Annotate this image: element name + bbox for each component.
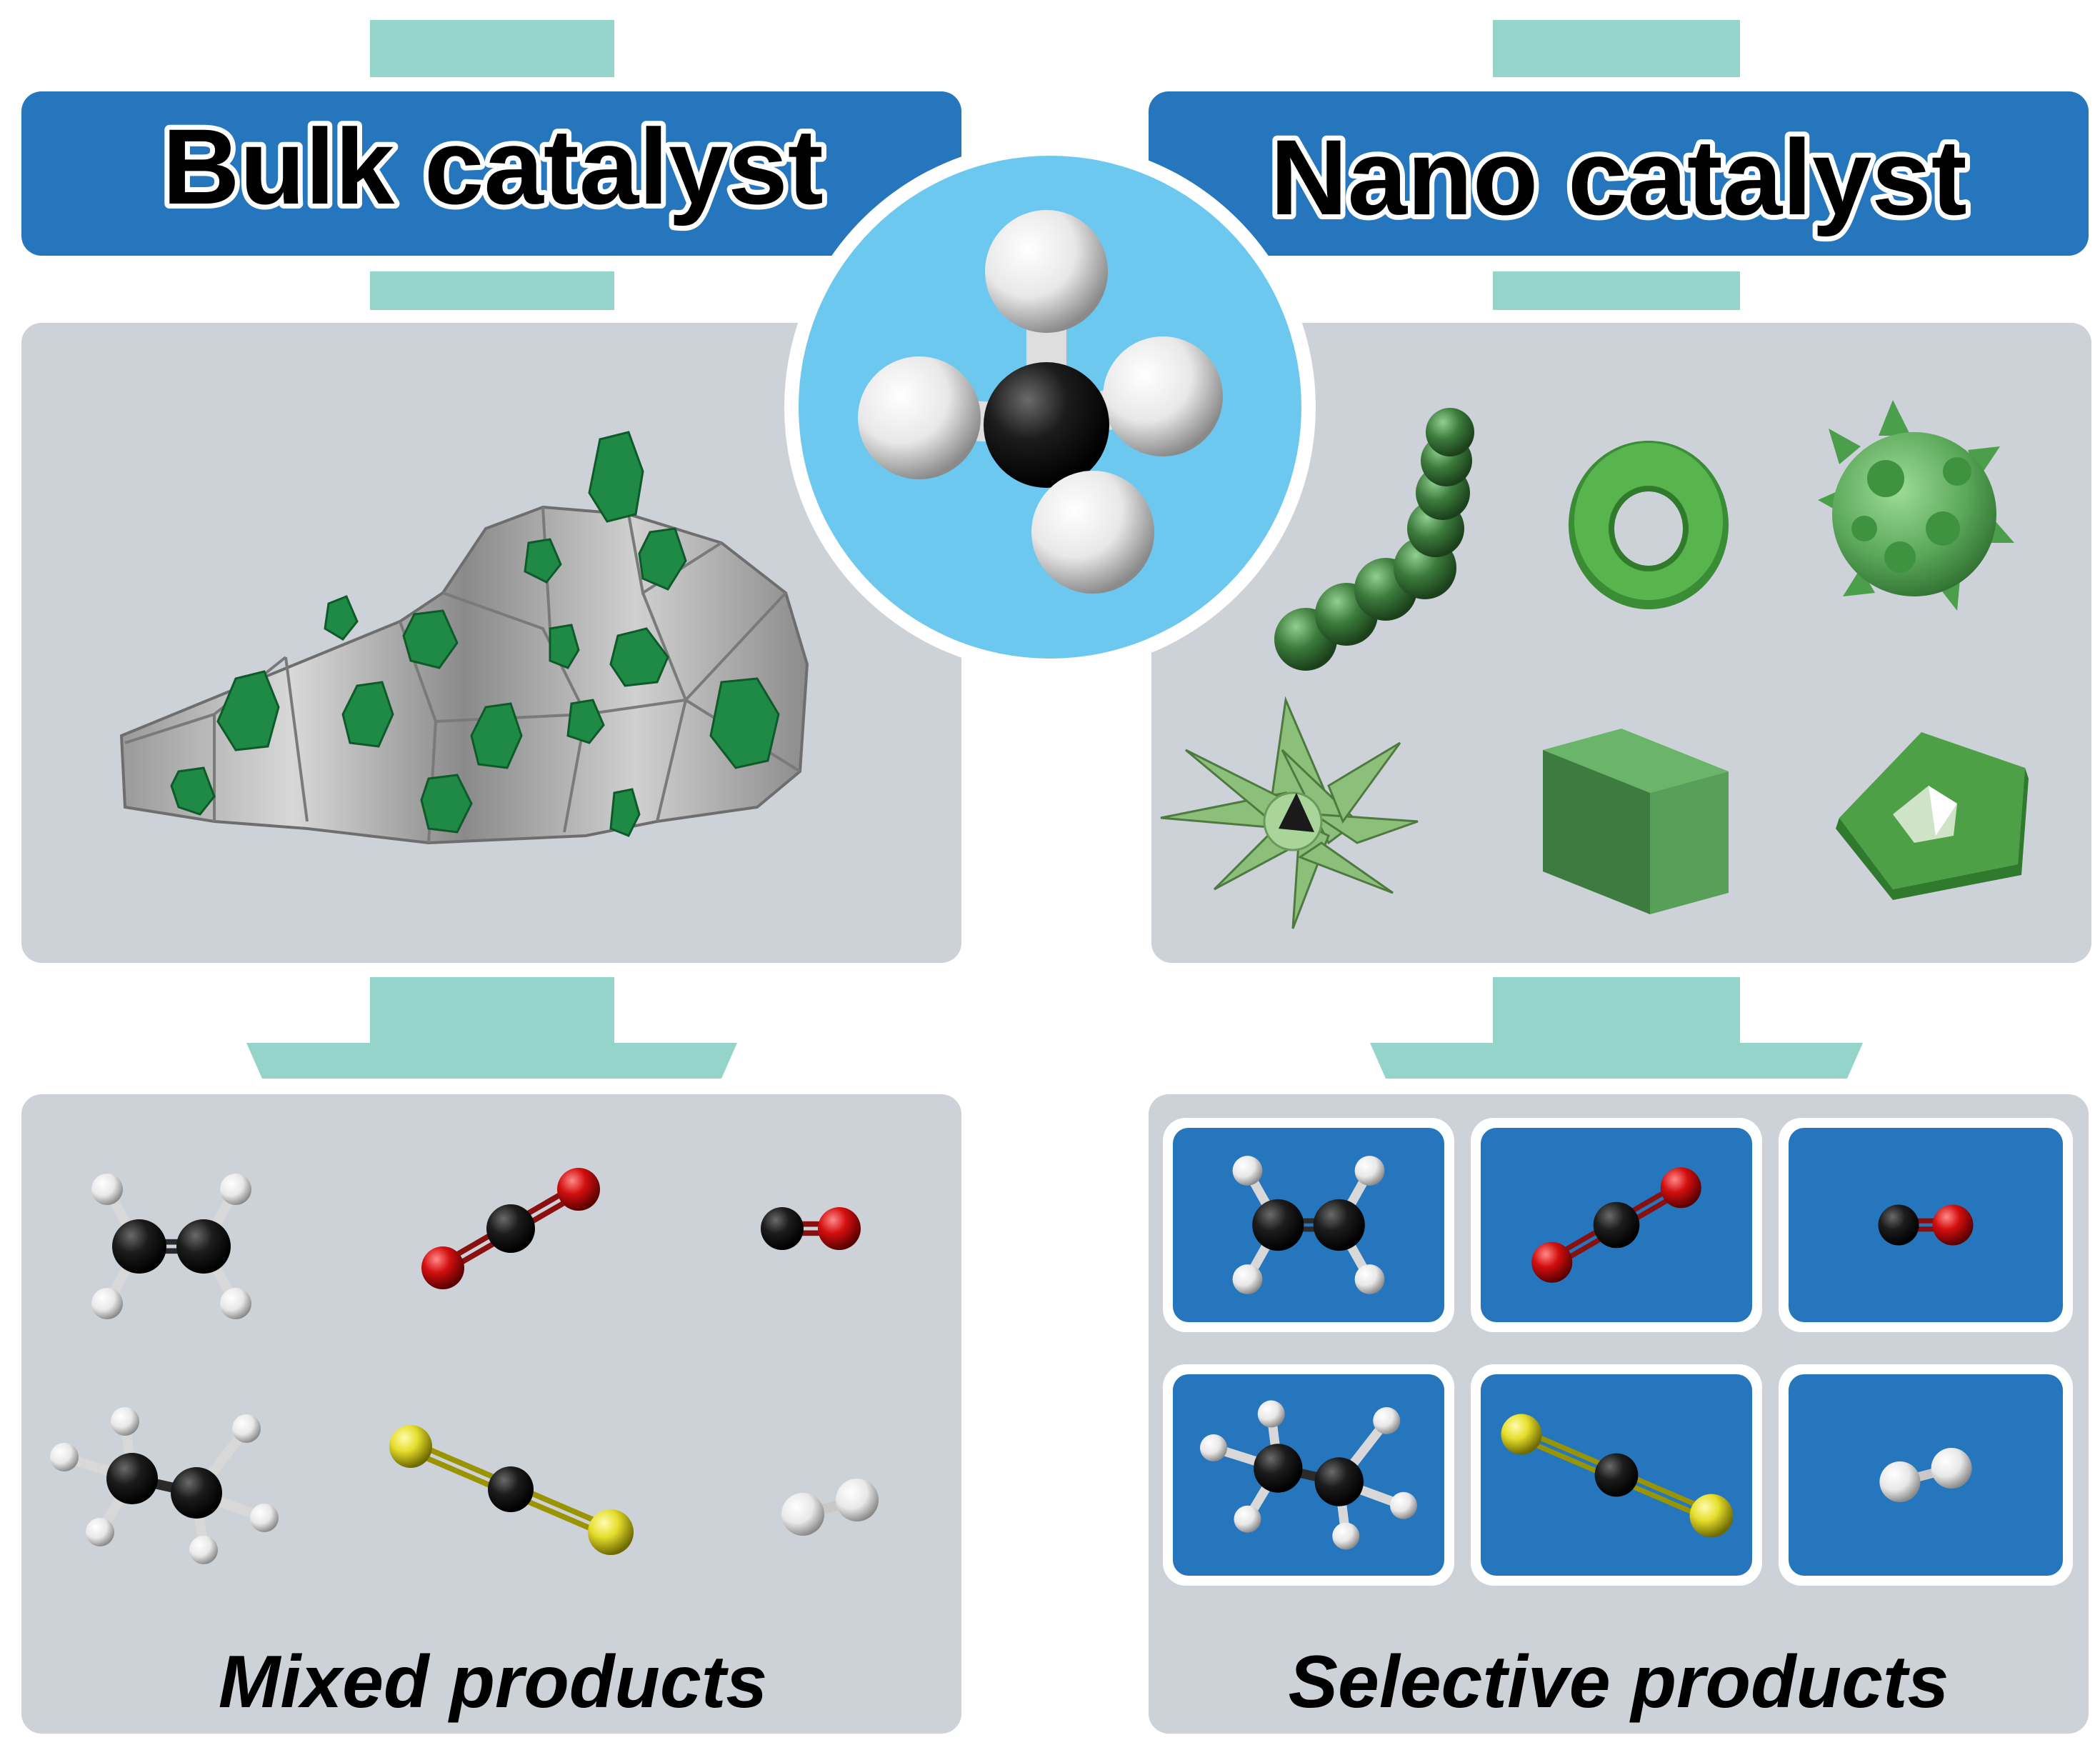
right-mid-connector [1493,271,1740,310]
left-products [50,1168,879,1564]
right-caption: Selective products [1289,1641,1949,1724]
left-mid-connector [370,271,614,310]
left-carbon-monoxide-molecule [761,1207,861,1250]
product-tile [1173,1128,1444,1322]
nanochain [1274,408,1474,671]
methane-molecule [784,141,1316,673]
left-carbon-disulfide-molecule [389,1425,634,1555]
right-column: Nano catalyst [1149,20,2091,1734]
left-title: Bulk catalyst [162,106,823,226]
right-bottom-connector-stem [1493,977,1740,1043]
right-bottom-connector-base [1370,1043,1863,1079]
bulk-catalyst-rock [119,505,809,845]
right-products [1200,1156,1974,1550]
spiky-nanosphere [1818,400,2014,611]
left-ethane-molecule [50,1407,279,1564]
right-carbon-dioxide-molecule [1531,1167,1701,1283]
left-ethylene-molecule [91,1174,251,1319]
nanoring [1569,441,1729,609]
right-ethane-molecule [1200,1400,1417,1550]
left-hydrogen-molecule [781,1479,879,1536]
right-ethylene-molecule [1232,1156,1385,1294]
nanocube [1543,729,1729,914]
right-title: Nano catalyst [1270,117,1966,237]
left-caption: Mixed products [219,1641,768,1724]
product-tile [1789,1128,2063,1322]
left-top-connector [370,20,614,77]
methane-molecule [858,210,1223,594]
right-top-connector [1493,20,1740,77]
hollow-nanopentagon [1836,732,2029,900]
left-bottom-connector-stem [370,977,614,1043]
left-header-bar [21,91,961,256]
left-products-panel [21,1094,961,1734]
right-carbon-disulfide-molecule [1501,1414,1734,1538]
left-carbon-dioxide-molecule [421,1168,600,1289]
left-column: Bulk catalyst [21,20,961,1734]
nanostar [1160,696,1419,929]
left-bottom-connector-base [246,1043,737,1079]
right-carbon-monoxide-molecule [1878,1204,1974,1246]
right-header-bar [1149,91,2089,256]
bulk-active-sites [170,431,780,837]
right-hydrogen-molecule [1879,1448,1972,1502]
